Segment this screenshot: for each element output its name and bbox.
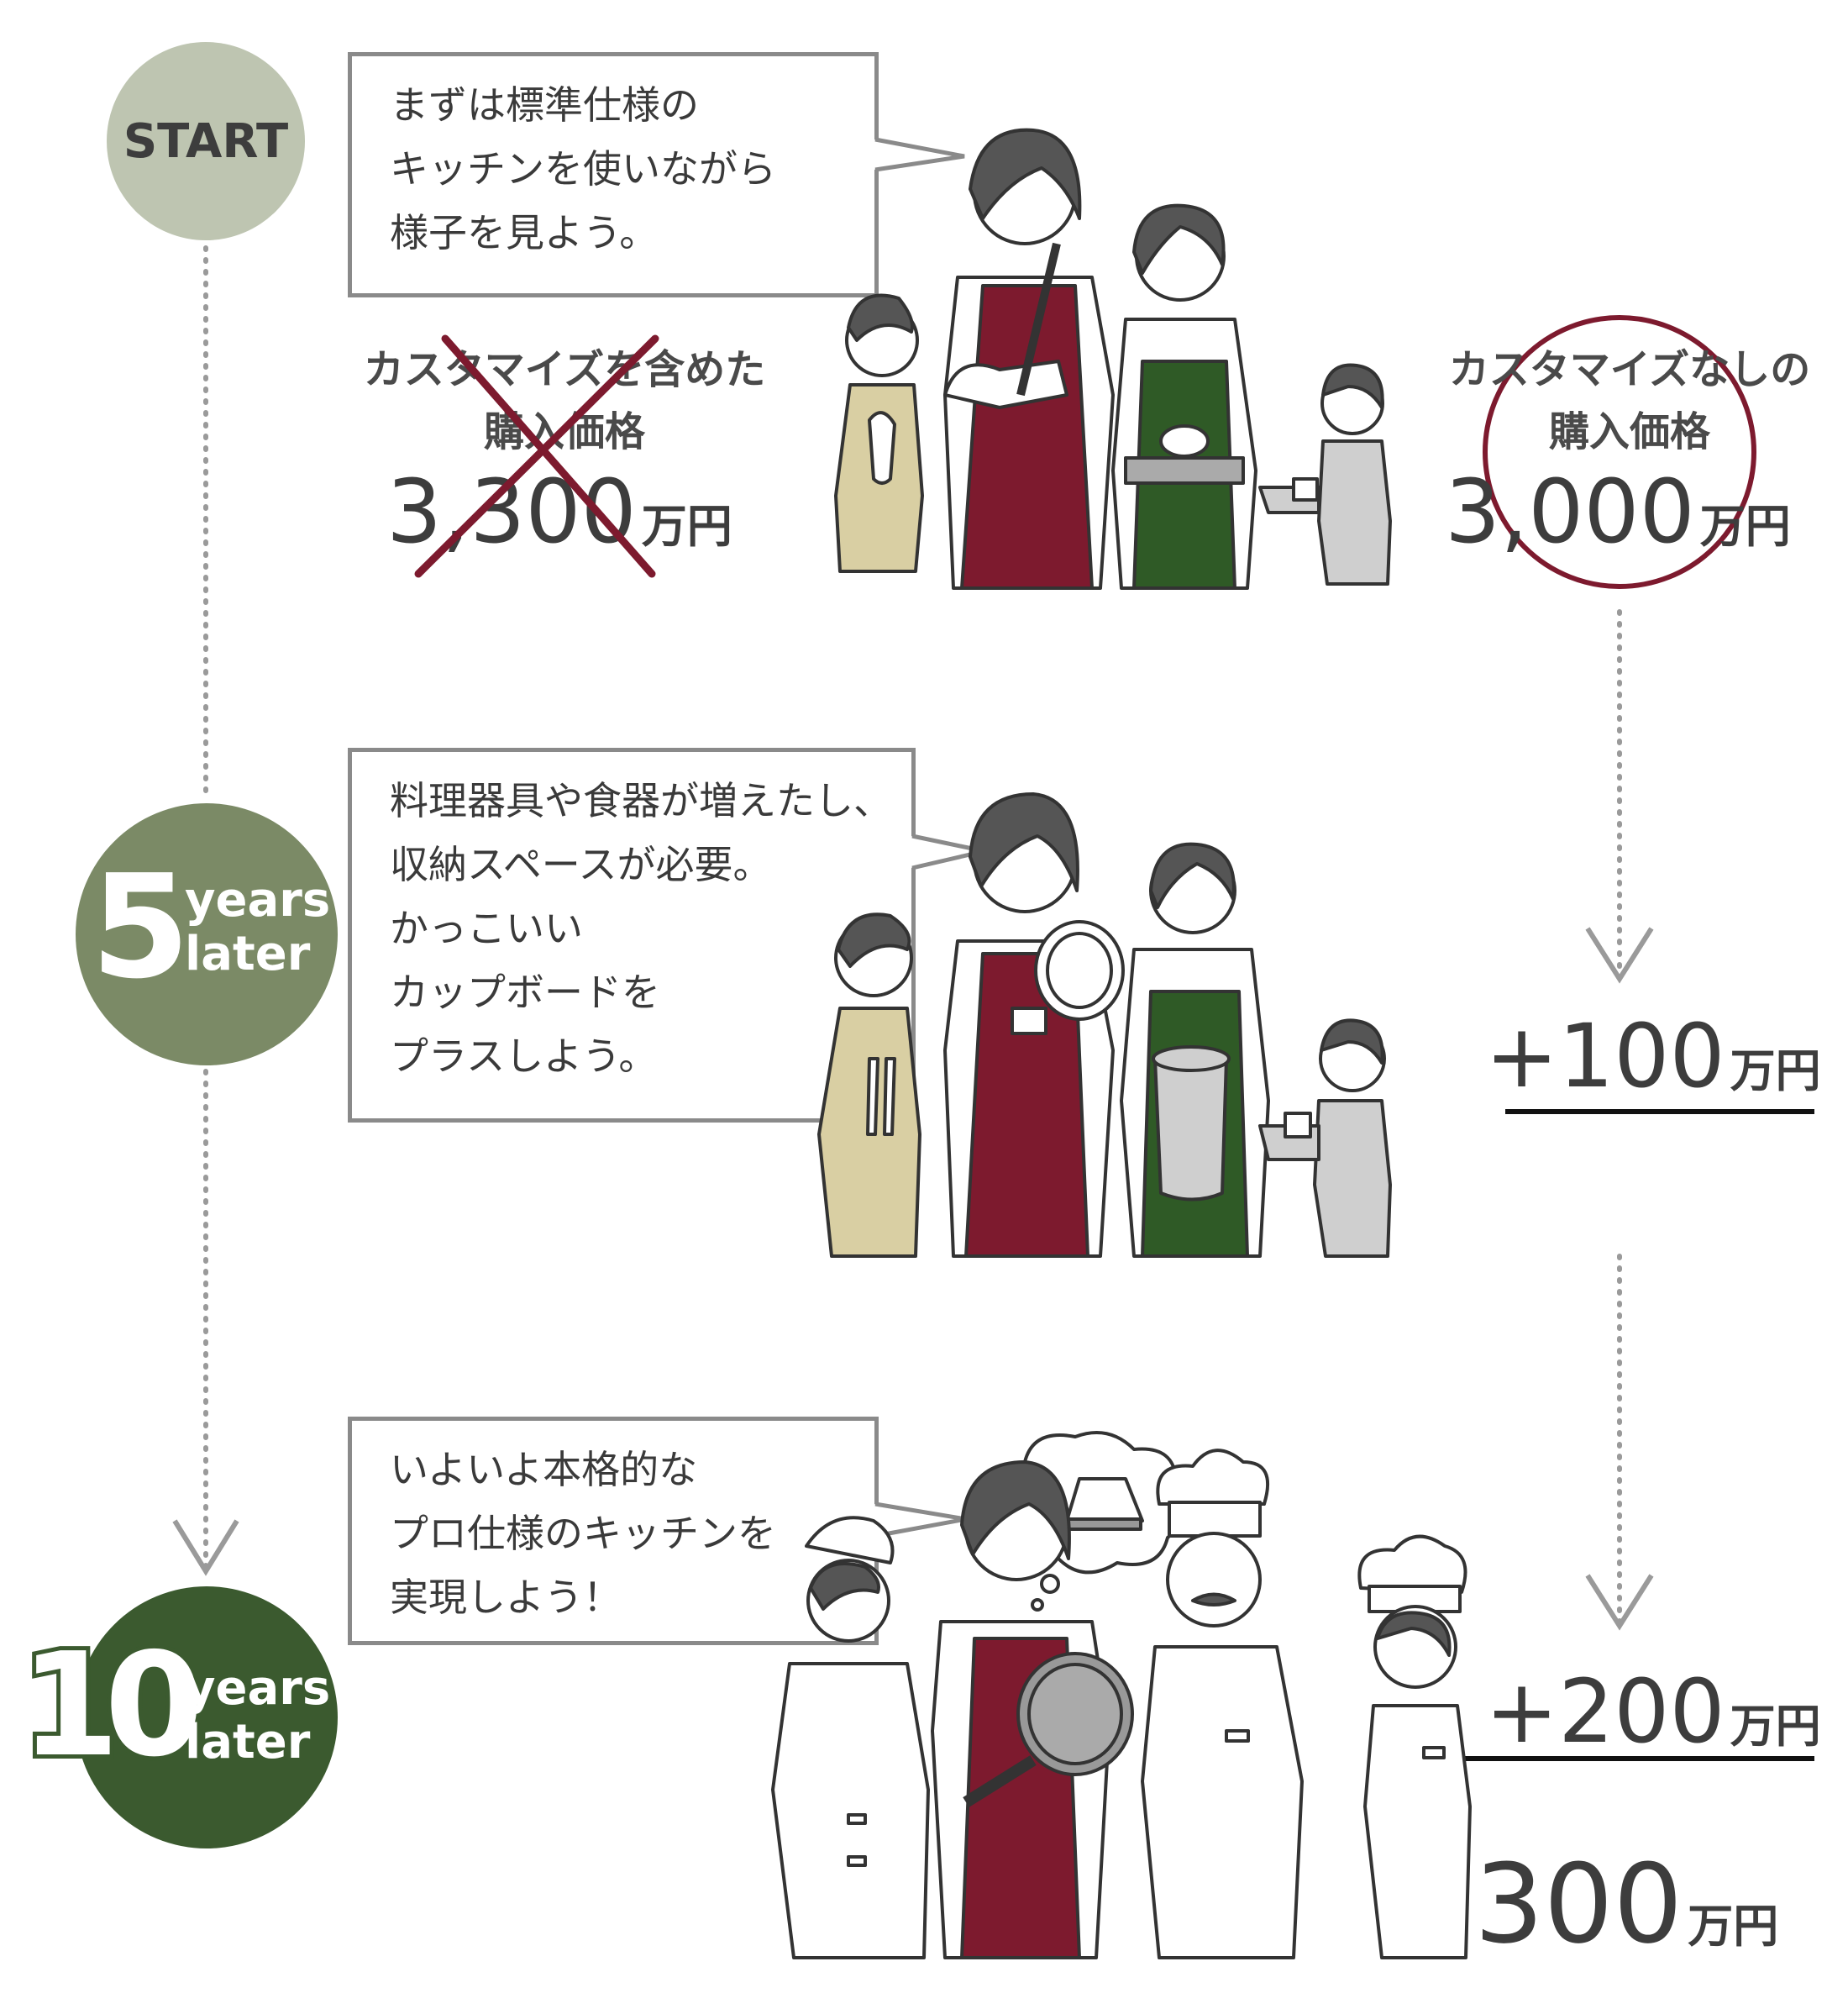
bubble-five-line: プラスしよう。 <box>390 1033 658 1079</box>
bubble-five-line: 収納スペースが必要。 <box>390 842 772 887</box>
bubble-ten-line: 実現しよう！ <box>390 1575 622 1620</box>
five-years-line2: later <box>185 927 311 981</box>
ten-years-circle <box>76 1586 338 1848</box>
cross-out-mark <box>414 334 659 578</box>
addition-ten-value: +200 <box>1485 1660 1725 1763</box>
right-price-label-1: カスタマイズなしの <box>1448 346 1811 393</box>
price-circle-mark <box>1483 315 1756 589</box>
family-illustration-five <box>817 792 1392 1258</box>
ten-years-number: 10 <box>16 1622 208 1789</box>
right-price-value: 3,000 <box>1445 460 1695 563</box>
bubble-five-line: カップボードを <box>390 970 660 1015</box>
bubble-ten-line: プロ仕様のキッチンを <box>390 1511 776 1556</box>
family-illustration-ten <box>771 1431 1472 1959</box>
bubble-five-line: 料理器具や食器が増えたし、 <box>390 778 892 823</box>
bubble-five-line: かっこいい <box>390 906 583 951</box>
start-circle: START <box>107 42 305 240</box>
total-unit: 万円 <box>1688 1900 1779 1953</box>
speech-bubble-five: 料理器具や食器が増えたし、 収納スペースが必要。 かっこいい カップボードを プ… <box>348 748 916 1123</box>
right-price-label-2: 購入価格 <box>1548 408 1710 455</box>
five-years-circle: 5 years later <box>76 803 338 1065</box>
bubble-start-line: まずは標準仕様の <box>390 82 699 128</box>
addition-five-underline <box>1505 1109 1814 1114</box>
ten-years-line2: later <box>185 1715 311 1770</box>
five-years-line1: years <box>185 873 331 928</box>
speech-tail-start <box>874 137 965 172</box>
speech-bubble-ten: いよいよ本格的な プロ仕様のキッチンを 実現しよう！ <box>348 1417 879 1645</box>
start-label: START <box>123 113 289 169</box>
speech-bubble-start: まずは標準仕様の キッチンを使いながら 様子を見よう。 <box>348 52 879 297</box>
five-years-number: 5 <box>91 844 191 1011</box>
addition-five-value: +100 <box>1485 1005 1725 1107</box>
left-price-unit: 万円 <box>641 500 732 553</box>
bubble-start-line: 様子を見よう。 <box>390 210 659 255</box>
left-price-label-1: カスタマイズを含めた <box>363 346 766 393</box>
right-price-unit: 万円 <box>1699 500 1791 553</box>
bubble-start-line: キッチンを使いながら <box>390 146 776 192</box>
family-illustration-start <box>834 128 1392 590</box>
addition-ten-underline <box>1460 1756 1814 1761</box>
total-value: 300 <box>1474 1840 1683 1968</box>
ten-years-line1: years <box>185 1661 331 1716</box>
addition-ten-unit: 万円 <box>1730 1700 1821 1753</box>
addition-five-unit: 万円 <box>1730 1044 1821 1097</box>
bubble-ten-line: いよいよ本格的な <box>390 1447 698 1492</box>
